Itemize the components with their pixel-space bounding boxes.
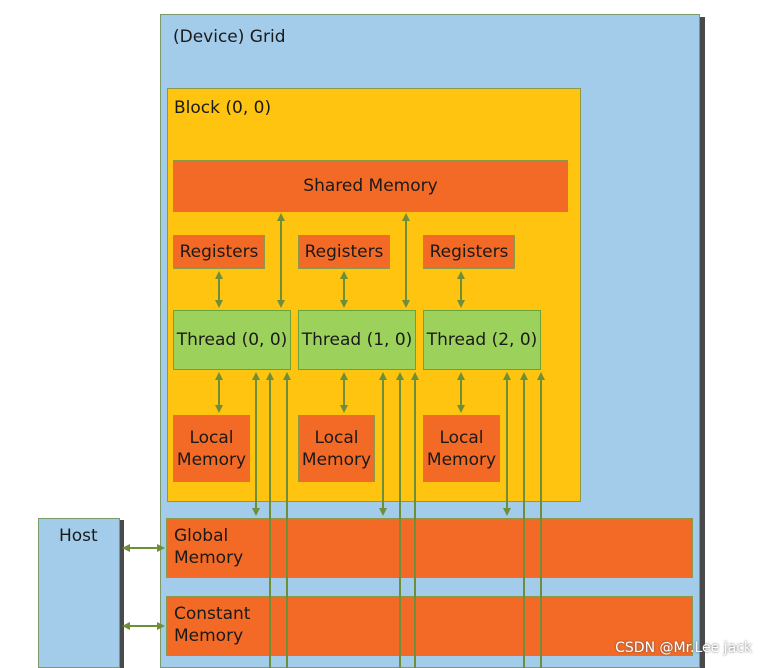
- local-memory-label-line1: Local: [439, 427, 484, 448]
- registers-label: Registers: [179, 242, 259, 262]
- thread-box: Thread (0, 0): [173, 310, 291, 370]
- local-memory-label-line2: Memory: [301, 449, 372, 470]
- registers-label: Registers: [429, 242, 509, 262]
- local-memory-label-line1: Local: [314, 427, 359, 448]
- shared-memory-box: Shared Memory: [173, 160, 568, 212]
- thread-label: Thread (1, 0): [301, 330, 413, 350]
- local-memory-box: Local Memory: [423, 415, 500, 482]
- local-memory-label-line1: Local: [189, 427, 234, 448]
- local-memory-box: Local Memory: [298, 415, 375, 482]
- global-memory-box: Global Memory: [166, 518, 693, 578]
- global-memory-label-line2: Memory: [174, 548, 244, 568]
- registers-label: Registers: [304, 242, 384, 262]
- thread-label: Thread (2, 0): [426, 330, 538, 350]
- constant-memory-label-line1: Constant: [174, 604, 251, 624]
- constant-memory-label-line2: Memory: [174, 626, 244, 646]
- constant-memory-box: Constant Memory: [166, 596, 693, 656]
- host-label: Host: [59, 526, 98, 546]
- registers-box: Registers: [298, 235, 390, 269]
- thread-box: Thread (1, 0): [298, 310, 416, 370]
- local-memory-box: Local Memory: [173, 415, 250, 482]
- block-label: Block (0, 0): [174, 98, 272, 118]
- local-memory-label-line2: Memory: [176, 449, 247, 470]
- watermark: CSDN @Mr.Lee jack: [615, 640, 752, 656]
- registers-box: Registers: [423, 235, 515, 269]
- registers-box: Registers: [173, 235, 265, 269]
- thread-box: Thread (2, 0): [423, 310, 541, 370]
- thread-label: Thread (0, 0): [176, 330, 288, 350]
- host-box: [38, 518, 120, 668]
- shared-memory-label: Shared Memory: [303, 176, 438, 196]
- device-grid-label: (Device) Grid: [173, 27, 286, 47]
- local-memory-label-line2: Memory: [426, 449, 497, 470]
- global-memory-label-line1: Global: [174, 526, 229, 546]
